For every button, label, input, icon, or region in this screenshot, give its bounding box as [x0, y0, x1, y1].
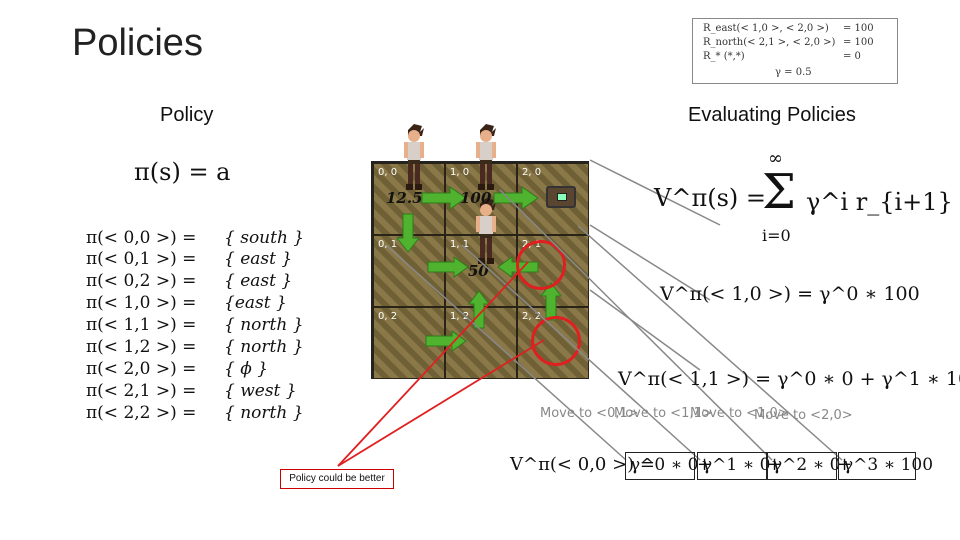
policy-row-action: { ϕ } — [224, 359, 268, 379]
arrow-up-icon — [468, 290, 490, 330]
policy-row-state: π(< 0,2 >) = — [86, 271, 196, 291]
policy-row-state: π(< 2,0 >) = — [86, 359, 196, 379]
term-1: γ^1 ∗ 0 — [702, 455, 770, 475]
policy-row-action: { north } — [224, 337, 304, 357]
reward-line-2-left: R_north(< 2,1 >, < 2,0 >) — [703, 37, 835, 48]
arrow-right-icon — [426, 256, 470, 278]
term-2: γ^2 ∗ 0 — [772, 455, 840, 475]
policy-callout: Policy could be better — [280, 469, 394, 489]
reward-line-1-right: = 100 — [843, 23, 874, 34]
sum-lower-limit: i=0 — [762, 226, 791, 245]
reward-line-3-right: = 0 — [843, 51, 861, 62]
cell-label: 0, 1 — [378, 239, 397, 250]
sum-symbol: Σ — [762, 168, 796, 216]
slide-title: Policies — [72, 22, 203, 65]
value-equation-1-1: V^π(< 1,1 >) = γ^0 ∗ 0 + γ^1 ∗ 100 — [618, 368, 960, 390]
highlight-circle — [531, 316, 581, 366]
policy-heading: Policy — [160, 104, 213, 127]
policy-row-action: { west } — [224, 381, 297, 401]
policy-row-state: π(< 0,0 >) = — [86, 228, 196, 248]
state-value-1-1: 50 — [468, 262, 489, 280]
policy-row-action: {east } — [224, 293, 287, 313]
reward-definition-box: R_east(< 1,0 >, < 2,0 >) = 100 R_north(<… — [692, 18, 898, 84]
arrow-down-icon — [396, 212, 420, 254]
state-value-2-0: 100 — [460, 189, 491, 207]
term-3: γ^3 ∗ 100 — [843, 455, 933, 475]
sum-term: γ^i r_{i+1} — [806, 188, 953, 216]
gamma-value: γ = 0.5 — [775, 67, 812, 78]
term-box: γ^3 ∗ 100 — [838, 452, 916, 480]
policy-row-state: π(< 0,1 >) = — [86, 249, 196, 269]
term-0: γ^0 ∗ 0 — [630, 455, 698, 475]
policy-row-action: { south } — [224, 228, 304, 248]
arrow-right-icon — [492, 186, 540, 210]
character-sprite-icon — [470, 122, 502, 192]
policy-definition: π(s) = a — [134, 158, 231, 186]
cell-label: 2, 0 — [522, 167, 541, 178]
policy-row-state: π(< 1,2 >) = — [86, 337, 196, 357]
policy-row-state: π(< 2,2 >) = — [86, 403, 196, 423]
reward-line-1-left: R_east(< 1,0 >, < 2,0 >) — [703, 23, 829, 34]
arrow-right-icon — [424, 330, 468, 352]
cell-label: 0, 0 — [378, 167, 397, 178]
cell-label: 0, 2 — [378, 311, 397, 322]
state-value-1-0: 12.5 — [386, 189, 423, 207]
cell-label: 2, 2 — [522, 311, 541, 322]
value-function-lhs: V^π(s) = — [654, 184, 766, 212]
policy-row-action: { north } — [224, 315, 304, 335]
reward-line-3-left: R_* (*,*) — [703, 51, 745, 62]
character-sprite-icon — [398, 122, 430, 192]
policy-row-state: π(< 1,1 >) = — [86, 315, 196, 335]
term-box: γ^1 ∗ 0 — [697, 452, 767, 480]
cell-label: 1, 1 — [450, 239, 469, 250]
term-box: γ^2 ∗ 0 — [767, 452, 837, 480]
policy-row-action: { north } — [224, 403, 304, 423]
term-box: γ^0 ∗ 0 — [625, 452, 695, 480]
policy-row-state: π(< 2,1 >) = — [86, 381, 196, 401]
policy-row-action: { east } — [224, 271, 292, 291]
eval-heading: Evaluating Policies — [688, 104, 856, 127]
move-label: Move to <2,0> — [754, 408, 853, 423]
highlight-circle — [516, 240, 566, 290]
cell-label: 1, 0 — [450, 167, 469, 178]
reward-line-2-right: = 100 — [843, 37, 874, 48]
policy-table: π(< 0,0 >) = { south } π(< 0,1 >) = { ea… — [86, 228, 296, 426]
treasure-chest-icon — [546, 186, 576, 208]
policy-row-action: { east } — [224, 249, 292, 269]
policy-row-state: π(< 1,0 >) = — [86, 293, 196, 313]
cell-label: 1, 2 — [450, 311, 469, 322]
value-equation-1-0: V^π(< 1,0 >) = γ^0 ∗ 100 — [660, 283, 920, 305]
